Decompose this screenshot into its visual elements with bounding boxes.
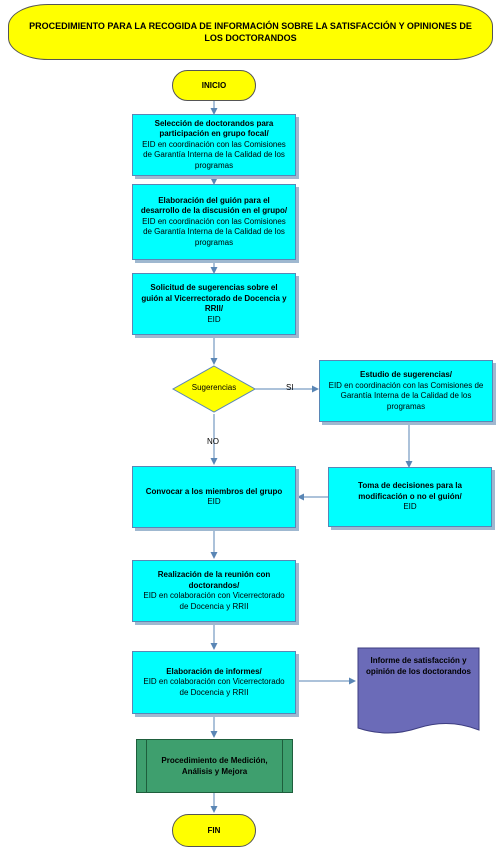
step-solicitud: Solicitud de sugerencias sobre el guión … [132,273,296,335]
step-toma-title: Toma de decisiones para la modificación … [358,481,462,501]
step-seleccion-title: Selección de doctorandos para participac… [154,118,274,139]
step-estudio-responsible: EID en coordinación con las Comisiones d… [328,380,484,411]
step-convocar-title: Convocar a los miembros del grupo [145,486,283,496]
title-banner: PROCEDIMIENTO PARA LA RECOGIDA DE INFORM… [8,4,493,60]
document-label: Informe de satisfacción y opinión de los… [366,656,471,676]
start-terminal: INICIO [172,70,256,101]
step-solicitud-responsible: EID [207,314,221,324]
predefined-process: Procedimiento de Medición, Análisis y Me… [136,739,293,793]
end-terminal: FIN [172,814,256,847]
step-convocar-responsible: EID [207,497,221,506]
step-solicitud-title: Solicitud de sugerencias sobre el guión … [141,283,287,313]
step-informes-responsible: EID en colaboración con Vicerrectorado d… [143,677,285,697]
decision-label: Sugerencias [191,383,237,392]
decision-yes-label: SI [286,383,294,392]
step-realizacion-title: Realización de la reunión con doctorando… [157,570,271,590]
step-toma-responsible: EID [403,502,417,512]
step-guion: Elaboración del guión para el desarrollo… [132,184,296,260]
step-realizacion: Realización de la reunión con doctorando… [132,560,296,622]
decision-no-label: NO [207,437,219,446]
step-informes: Elaboración de informes/ EID en colabora… [132,651,296,714]
step-estudio-title: Estudio de sugerencias/ [359,370,453,379]
step-realizacion-responsible: EID en colaboración con Vicerrectorado d… [143,591,285,611]
step-guion-title: Elaboración del guión para el desarrollo… [140,195,288,216]
step-convocar: Convocar a los miembros del grupo EID [132,466,296,528]
decision-diamond [171,365,257,413]
step-seleccion-responsible: EID en coordinación con las Comisiones d… [142,139,286,170]
step-seleccion: Selección de doctorandos para participac… [132,114,296,176]
step-informes-title: Elaboración de informes/ [166,666,262,676]
step-estudio: Estudio de sugerencias/ EID en coordinac… [319,360,493,422]
document-shape [357,647,480,734]
step-toma: Toma de decisiones para la modificación … [328,467,492,527]
step-guion-responsible: EID en coordinación con las Comisiones d… [142,216,286,247]
